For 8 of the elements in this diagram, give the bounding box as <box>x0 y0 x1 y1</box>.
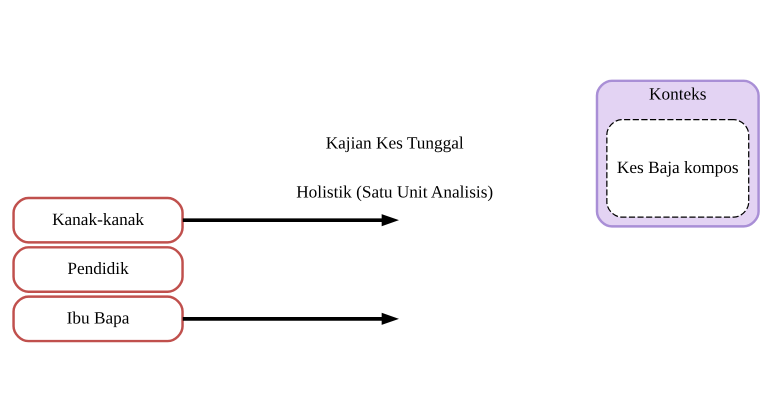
node-box: Kanak-kanak <box>12 196 184 244</box>
arrow <box>182 214 399 226</box>
node-box: Ibu Bapa <box>12 294 184 342</box>
label: Kajian Kes Tunggal <box>326 132 464 152</box>
node-box: Pendidik <box>12 246 184 292</box>
label: Holistik (Satu Unit Analisis) <box>296 182 494 202</box>
arrow <box>182 312 399 324</box>
node-box: Kes Baja kompos <box>606 118 750 218</box>
